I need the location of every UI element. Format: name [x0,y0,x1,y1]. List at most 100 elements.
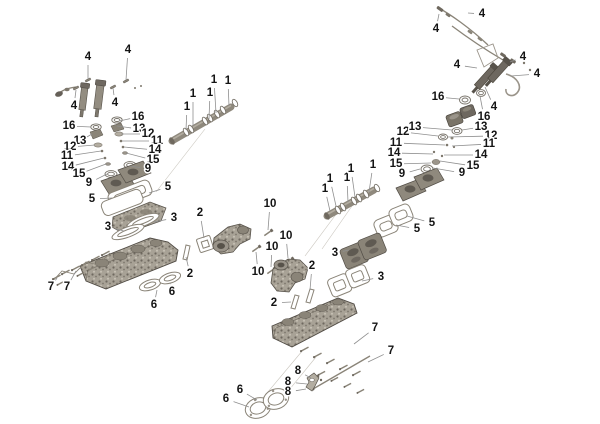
callout-label-4: 4 [85,51,92,63]
callout-leader-2 [185,256,189,267]
callout-leader-2 [309,273,312,291]
cylinder-head-left [79,237,179,290]
callout-leader-4 [464,65,478,69]
callout-label-1: 1 [370,159,377,171]
callout-leader-10 [270,254,272,268]
callout-label-11: 11 [61,150,74,162]
callout-leader-14 [75,157,105,166]
callout-leader-4 [509,59,516,63]
callout-label-3: 3 [171,212,177,224]
callout-label-12: 12 [485,130,498,142]
callout-label-1: 1 [207,87,214,99]
callout-label-1: 1 [211,74,218,86]
callout-label-4: 4 [71,100,78,112]
callout-leader-1 [346,185,349,203]
callout-leader-5 [148,189,161,194]
callout-label-14: 14 [388,147,401,159]
callout-leader-10 [255,251,258,265]
callout-label-14: 14 [62,161,75,173]
callout-label-16: 16 [432,91,445,103]
fuel-line-left [55,86,77,97]
callout-label-1: 1 [190,88,197,100]
valve-cover-gaskets-right [373,203,414,238]
callout-leader-16 [445,97,460,100]
exhaust-elbow-left [212,223,252,255]
callout-label-4: 4 [534,68,541,80]
callout-leader-5 [406,215,425,222]
valve-train-stack-right [420,89,486,174]
callout-leader-1 [227,88,230,107]
callout-leader-10 [286,243,289,259]
callout-label-4: 4 [479,8,486,20]
callout-label-2: 2 [187,268,193,280]
rocker-shaft-left [168,98,239,145]
valve-cover-gaskets-left [100,179,153,217]
callout-leader-14 [401,152,434,155]
callout-label-3: 3 [332,247,338,259]
callout-label-4: 4 [520,51,527,63]
injector-bolts-left [72,77,142,91]
callout-label-15: 15 [147,154,160,166]
callout-label-4: 4 [112,97,119,109]
callout-label-6: 6 [151,299,157,311]
callout-leader-4 [484,86,492,100]
callout-label-14: 14 [149,144,162,156]
callout-leader-4 [74,89,77,99]
callout-leader-13 [422,127,453,131]
callout-label-12: 12 [397,126,410,138]
callout-label-15: 15 [467,160,480,172]
callout-leader-12 [77,144,96,147]
callout-leader-3 [115,228,125,232]
callout-label-2: 2 [271,297,277,309]
callout-label-8: 8 [285,376,292,388]
callout-leader-7 [70,270,77,281]
head-bolts-right [299,346,371,394]
callout-leader-5 [395,224,410,228]
callout-leader-15 [86,163,107,172]
callout-label-5: 5 [89,193,96,205]
callout-leader-7 [55,277,58,281]
head-bolts-left [49,250,111,286]
callout-label-7: 7 [64,281,70,293]
callout-label-10: 10 [252,266,265,278]
fuel-lines-right [436,6,532,97]
callout-label-9: 9 [399,168,405,180]
callout-label-3: 3 [378,271,384,283]
callout-label-9: 9 [145,163,151,175]
callout-leader-1 [214,87,217,114]
callout-label-3: 3 [105,221,111,233]
rocker-boxes-left [100,160,152,195]
callout-label-1: 1 [184,101,191,113]
callout-label-8: 8 [295,365,302,377]
port-gaskets-center [290,288,315,310]
exhaust-gasket-left [138,271,182,292]
carrier-gaskets-left [111,212,160,241]
callout-label-9: 9 [86,177,92,189]
callout-leader-6 [233,401,250,408]
callout-leader-5 [99,197,113,199]
callout-leader-3 [153,219,167,223]
callout-leader-12 [447,135,484,138]
callout-label-1: 1 [327,173,334,185]
fuel-injector-right-2 [484,56,513,87]
callout-leader-1 [208,100,211,120]
callout-label-6: 6 [237,384,243,396]
callout-leader-11 [451,144,482,147]
callout-leader-16 [479,95,483,110]
callout-label-11: 11 [390,137,403,149]
rocker-boxes-right [395,167,445,202]
callout-leader-11 [403,142,446,146]
callout-leader-8 [304,374,312,379]
callout-label-1: 1 [322,183,329,195]
callout-label-1: 1 [348,163,355,175]
callout-label-4: 4 [433,23,440,35]
callout-label-2: 2 [309,260,315,272]
callout-label-4: 4 [454,59,461,71]
callout-leader-9 [130,165,141,169]
callout-leader-8 [295,382,308,385]
callout-label-15: 15 [73,168,86,180]
callout-leader-15 [439,160,466,166]
callout-leader-15 [403,162,432,165]
